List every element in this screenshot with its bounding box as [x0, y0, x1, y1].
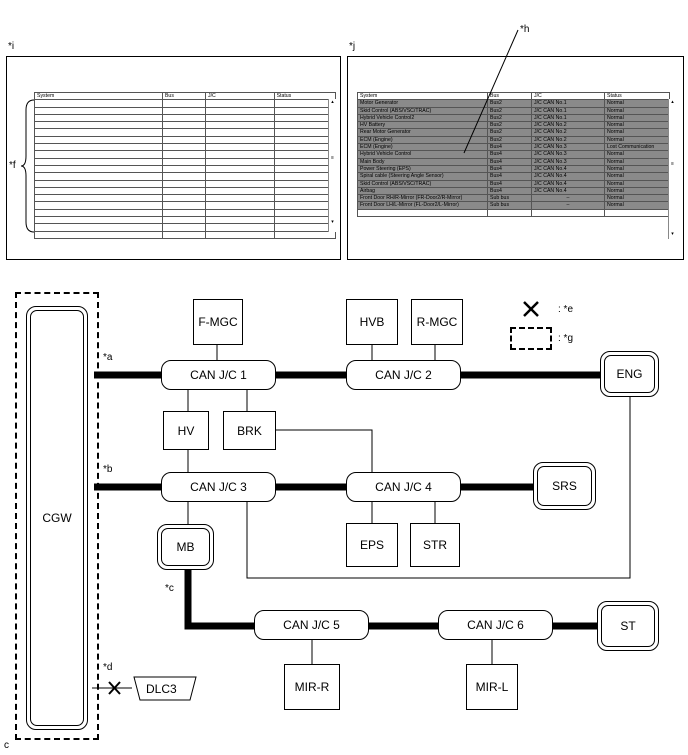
table-cell — [161, 230, 206, 239]
table-row: Spiral cable (Steering Angle Sensor)Bus4… — [357, 172, 670, 181]
node-dlc3: DLC3 — [146, 682, 177, 696]
scroll-up-icon[interactable]: ▴ — [671, 99, 674, 105]
node-hv: HV — [163, 411, 209, 450]
label-c: *c — [165, 583, 174, 594]
legend-e-label: : *e — [558, 304, 574, 315]
node-mb: MB — [157, 524, 214, 570]
empty-status-table: System Bus J/C Status — [34, 91, 337, 239]
node-srs-label: SRS — [537, 466, 592, 506]
node-f-mgc: F-MGC — [193, 299, 243, 345]
scroll-grip-icon[interactable]: ≡ — [671, 161, 674, 167]
scrollbar-empty[interactable]: ▴ ≡ ▾ — [328, 99, 336, 232]
node-can-jc-1: CAN J/C 1 — [161, 360, 276, 390]
label-i: *i — [8, 41, 15, 52]
label-b: *b — [103, 464, 113, 475]
legend-g-label: : *g — [558, 333, 574, 344]
cgw-label: CGW — [30, 310, 84, 726]
corner-label: c — [4, 740, 9, 751]
node-can-jc-5: CAN J/C 5 — [254, 610, 369, 640]
cgw-node: CGW — [26, 306, 88, 730]
legend-dashed-box — [510, 327, 552, 350]
cgw-dashed-outline — [15, 292, 99, 740]
node-mir-r: MIR-R — [284, 664, 340, 710]
node-brk: BRK — [223, 411, 276, 450]
node-can-jc-2: CAN J/C 2 — [346, 360, 461, 390]
node-eng: ENG — [600, 351, 659, 397]
scroll-grip-icon[interactable]: ≡ — [331, 155, 334, 161]
node-st: ST — [597, 601, 659, 651]
scroll-down-icon[interactable]: ▾ — [671, 231, 674, 237]
leader-h — [463, 29, 519, 154]
scroll-up-icon[interactable]: ▴ — [331, 99, 334, 105]
table-cell — [273, 230, 337, 239]
legend-break-x-icon — [523, 301, 539, 317]
brace-f — [20, 99, 35, 233]
node-can-jc-3: CAN J/C 3 — [161, 472, 276, 502]
scrollbar-filled[interactable]: ▴ ≡ ▾ — [668, 99, 676, 239]
label-j: *j — [349, 41, 356, 52]
node-mir-l: MIR-L — [466, 664, 518, 710]
table-row — [34, 230, 337, 239]
table-row: Front Door LH/L-Mirror (FL-Door2/L-Mirro… — [357, 201, 670, 210]
node-mb-label: MB — [161, 528, 210, 566]
node-r-mgc: R-MGC — [411, 299, 463, 345]
node-srs: SRS — [533, 462, 596, 510]
node-str: STR — [410, 523, 460, 567]
label-d: *d — [103, 662, 113, 673]
break-x-icon — [108, 681, 121, 695]
label-f: *f — [9, 160, 16, 171]
node-eps: EPS — [346, 523, 398, 567]
node-eng-label: ENG — [604, 355, 655, 393]
node-can-jc-4: CAN J/C 4 — [346, 472, 461, 502]
label-h: *h — [520, 24, 530, 35]
label-a: *a — [103, 352, 113, 363]
node-can-jc-6: CAN J/C 6 — [438, 610, 553, 640]
node-st-label: ST — [601, 605, 655, 647]
node-hvb: HVB — [346, 299, 398, 345]
dlc3-connector-shape — [133, 676, 197, 701]
scroll-down-icon[interactable]: ▾ — [331, 219, 334, 225]
